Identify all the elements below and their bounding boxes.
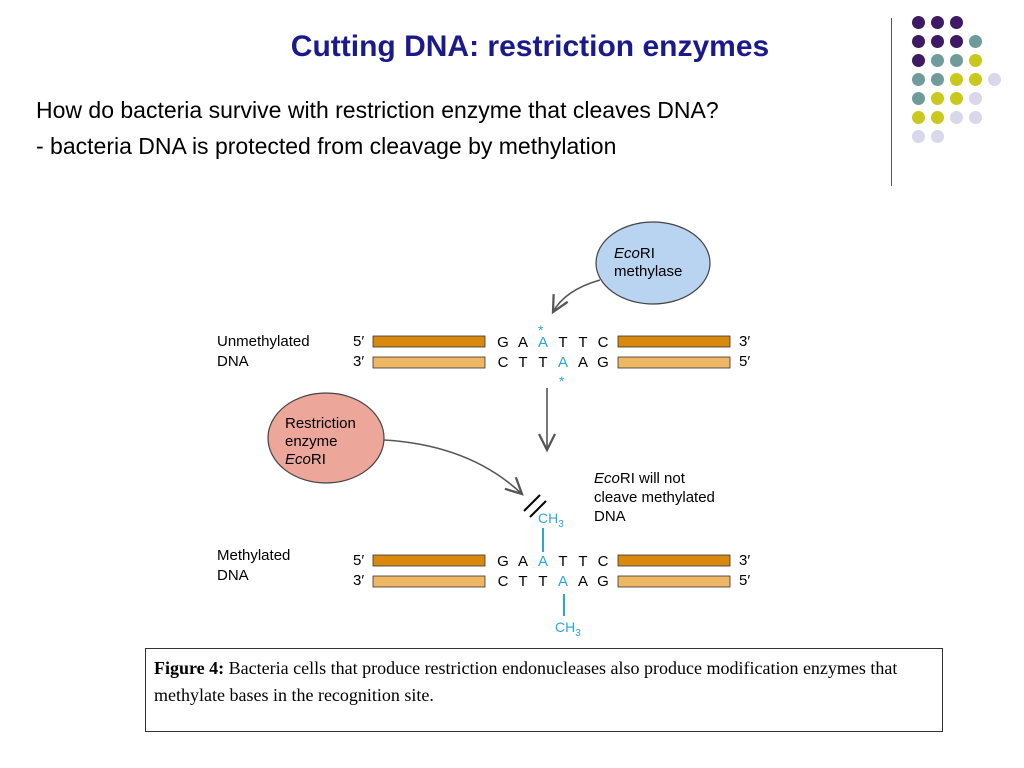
blocked-mark	[523, 494, 541, 512]
dna-strand-top	[372, 335, 486, 348]
dna-strand-top	[617, 335, 731, 348]
decorative-dot	[912, 111, 925, 124]
decorative-dot	[931, 130, 944, 143]
decorative-dot	[969, 54, 982, 67]
nucleotide: G	[597, 573, 609, 590]
decorative-dot	[988, 73, 1001, 86]
decorative-dot	[912, 35, 925, 48]
decorative-dot	[931, 16, 944, 29]
restriction-label: Restriction	[285, 415, 356, 432]
nucleotide: C	[498, 354, 509, 371]
methylated-label-line2: DNA	[217, 567, 249, 584]
strand-end-label: 5′	[353, 552, 364, 569]
note-line1: EcoRI will not	[594, 470, 686, 487]
restriction-label-line2: enzyme	[285, 433, 338, 450]
decorative-dot	[950, 54, 963, 67]
methylase-bubble	[595, 221, 711, 305]
nucleotide: T	[518, 573, 527, 590]
slide-title: Cutting DNA: restriction enzymes	[290, 30, 770, 63]
decorative-dot	[950, 111, 963, 124]
ch3-top: CH3	[538, 510, 564, 530]
strand-end-label: 3′	[739, 333, 750, 350]
nucleotide: A	[558, 573, 568, 590]
dna-strand-bottom	[617, 575, 731, 588]
methylase-arrow	[551, 279, 601, 315]
methylated-label: Methylated	[217, 547, 290, 564]
nucleotide: T	[538, 354, 547, 371]
decorative-dot	[912, 92, 925, 105]
nucleotide: T	[578, 553, 587, 570]
dna-strand-bottom	[617, 356, 731, 369]
nucleotide: A	[538, 553, 548, 570]
figure-caption: Figure 4: Bacteria cells that produce re…	[145, 648, 943, 732]
decorative-dot	[969, 111, 982, 124]
nucleotide: G	[497, 553, 509, 570]
decorative-dot	[950, 35, 963, 48]
decorative-dot	[950, 92, 963, 105]
lead-text: How do bacteria survive with restriction…	[36, 92, 719, 164]
nucleotide: T	[578, 334, 587, 351]
decorative-dot	[950, 73, 963, 86]
nucleotide: G	[597, 354, 609, 371]
nucleotide: T	[558, 553, 567, 570]
decorative-dot	[931, 35, 944, 48]
decorative-dot	[969, 92, 982, 105]
restriction-label-line3: EcoRI	[285, 451, 326, 468]
unmethylated-label-line2: DNA	[217, 353, 249, 370]
decorative-dot	[950, 16, 963, 29]
nucleotide: A	[518, 553, 528, 570]
nucleotide: G	[497, 334, 509, 351]
decorative-dot	[912, 73, 925, 86]
question-line: How do bacteria survive with restriction…	[36, 97, 719, 123]
decorative-dot	[912, 54, 925, 67]
unmethylated-label: Unmethylated	[217, 333, 310, 350]
methylase-label: EcoRI	[614, 245, 655, 262]
strand-end-label: 3′	[353, 353, 364, 370]
nucleotide: A	[578, 573, 588, 590]
methylase-label-line2: methylase	[614, 263, 682, 280]
decorative-dot	[969, 73, 982, 86]
dna-strand-top	[617, 554, 731, 567]
dna-strand-bottom	[372, 356, 486, 369]
nucleotide: C	[598, 553, 609, 570]
nucleotide: A	[518, 334, 528, 351]
caption-text: Bacteria cells that produce restriction …	[154, 658, 898, 705]
restriction-enzyme-bubble	[267, 392, 385, 484]
note-line3: DNA	[594, 508, 626, 525]
strand-end-label: 5′	[739, 353, 750, 370]
strand-end-label: 3′	[353, 572, 364, 589]
strand-end-label: 5′	[353, 333, 364, 350]
nucleotide: A	[538, 334, 548, 351]
decorative-divider	[891, 18, 892, 186]
strand-end-label: 5′	[739, 572, 750, 589]
methyl-mark-bottom: *	[559, 373, 565, 389]
methyl-mark-top: *	[538, 322, 544, 338]
nucleotide: A	[578, 354, 588, 371]
ch3-bottom: CH3	[555, 619, 581, 639]
decorative-dot	[931, 73, 944, 86]
nucleotide: C	[498, 573, 509, 590]
nucleotide: T	[558, 334, 567, 351]
blocked-mark	[529, 500, 547, 518]
decorative-dot	[912, 16, 925, 29]
nucleotide: T	[518, 354, 527, 371]
caption-label: Figure 4:	[154, 658, 225, 678]
note-line2: cleave methylated	[594, 489, 715, 506]
answer-line: - bacteria DNA is protected from cleavag…	[36, 133, 617, 159]
dna-strand-bottom	[372, 575, 486, 588]
dna-strand-top	[372, 554, 486, 567]
decorative-dot	[912, 130, 925, 143]
decorative-dot	[931, 54, 944, 67]
nucleotide: A	[558, 354, 568, 371]
decorative-dot	[969, 35, 982, 48]
strand-end-label: 3′	[739, 552, 750, 569]
restriction-arrow	[383, 439, 524, 496]
nucleotide: T	[538, 573, 547, 590]
decorative-dot	[931, 92, 944, 105]
nucleotide: C	[598, 334, 609, 351]
decorative-dot	[931, 111, 944, 124]
